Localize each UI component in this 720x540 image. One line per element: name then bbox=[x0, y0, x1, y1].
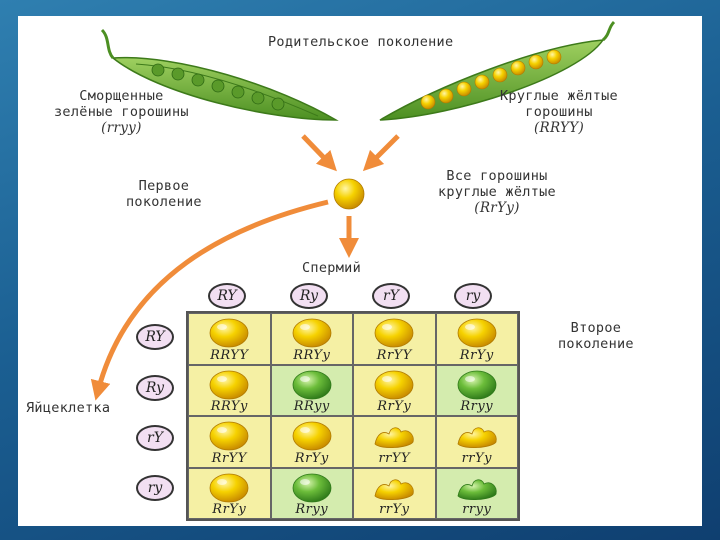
genotype-label: RRYy bbox=[210, 399, 248, 414]
sperm-gamete: ry bbox=[454, 283, 492, 309]
green-round-pea-icon bbox=[289, 472, 335, 508]
punnett-cell: RrYY bbox=[353, 313, 436, 365]
yellow-round-pea-icon bbox=[206, 420, 252, 456]
genotype-label: RRYy bbox=[293, 347, 331, 363]
genotype-label: rrYy bbox=[379, 502, 410, 517]
egg-gamete: RY bbox=[136, 324, 174, 350]
punnett-cell: RRYy bbox=[188, 364, 271, 416]
punnett-cell: rrYy bbox=[353, 467, 436, 519]
punnett-cell: RrYy bbox=[188, 467, 271, 519]
arrows bbox=[90, 134, 400, 401]
punnett-cell: Rryy bbox=[435, 364, 518, 416]
genotype-label: rrYY bbox=[378, 450, 411, 466]
yellow-wrinkled-pea-icon bbox=[454, 420, 500, 456]
yellow-wrinkled-pea-icon bbox=[371, 472, 417, 508]
genotype-label: rrYy bbox=[461, 450, 492, 466]
second-generation-label: Второе поколение bbox=[558, 320, 634, 352]
slide: Родительское поколение Сморщенные зелёны… bbox=[18, 16, 702, 526]
genotype-label: RrYY bbox=[211, 450, 247, 466]
punnett-cell: rrYY bbox=[353, 416, 436, 468]
punnett-cell: RrYy bbox=[353, 364, 436, 416]
yellow-pod-right bbox=[379, 20, 616, 121]
yellow-round-pea-icon bbox=[454, 317, 500, 353]
genotype-label: Rryy bbox=[460, 399, 494, 414]
genotype-label: RRyy bbox=[293, 399, 330, 414]
parent-generation-label: Родительское поколение bbox=[268, 34, 454, 50]
parent-yellow-label: Круглые жёлтые горошины (RRYY) bbox=[500, 88, 618, 136]
yellow-round-pea-icon bbox=[371, 317, 417, 353]
genotype-label: rryy bbox=[462, 502, 492, 517]
yellow-wrinkled-pea-icon bbox=[371, 420, 417, 456]
yellow-round-pea-icon bbox=[206, 317, 252, 353]
green-round-pea-icon bbox=[289, 369, 335, 405]
sperm-gamete: rY bbox=[372, 283, 410, 309]
sperm-label: Спермий bbox=[302, 260, 361, 276]
sperm-gamete: RY bbox=[208, 283, 246, 309]
punnett-cell: Rryy bbox=[270, 467, 353, 519]
green-pod-left bbox=[100, 28, 339, 121]
punnett-cell: RRyy bbox=[270, 364, 353, 416]
yellow-round-pea-icon bbox=[289, 317, 335, 353]
egg-gamete: Ry bbox=[136, 375, 174, 401]
punnett-cell: rryy bbox=[435, 467, 518, 519]
yellow-round-pea-icon bbox=[371, 369, 417, 405]
parent-green-label: Сморщенные зелёные горошины (rryy) bbox=[54, 88, 189, 136]
genotype-label: RrYy bbox=[377, 399, 412, 414]
yellow-round-pea-icon bbox=[289, 420, 335, 456]
punnett-cell: RrYy bbox=[435, 313, 518, 365]
genotype-label: RrYY bbox=[376, 347, 412, 363]
yellow-round-pea-icon bbox=[206, 369, 252, 405]
yellow-round-pea-icon bbox=[206, 472, 252, 508]
sperm-gamete: Ry bbox=[290, 283, 328, 309]
genotype-label: RrYy bbox=[212, 502, 247, 517]
genotype-label: RrYy bbox=[459, 347, 494, 363]
genotype-label: RrYy bbox=[294, 450, 329, 466]
genotype-label: Rryy bbox=[295, 502, 329, 517]
punnett-cell: RrYy bbox=[270, 416, 353, 468]
green-wrinkled-pea-icon bbox=[454, 472, 500, 508]
egg-label: Яйцеклетка bbox=[26, 400, 111, 416]
punnett-cell: RRYy bbox=[270, 313, 353, 365]
punnett-cell: rrYy bbox=[435, 416, 518, 468]
punnett-cell: RRYY bbox=[188, 313, 271, 365]
egg-gamete: rY bbox=[136, 425, 174, 451]
genotype-label: RRYY bbox=[210, 347, 249, 363]
egg-gamete: ry bbox=[136, 475, 174, 501]
first-generation-note: Все горошины круглые жёлтые (RrYy) bbox=[438, 168, 556, 216]
green-round-pea-icon bbox=[454, 369, 500, 405]
pea-illustration bbox=[90, 20, 616, 401]
f1-pea bbox=[333, 178, 365, 210]
first-generation-label: Первое поколение bbox=[126, 178, 202, 210]
punnett-cell: RrYY bbox=[188, 416, 271, 468]
